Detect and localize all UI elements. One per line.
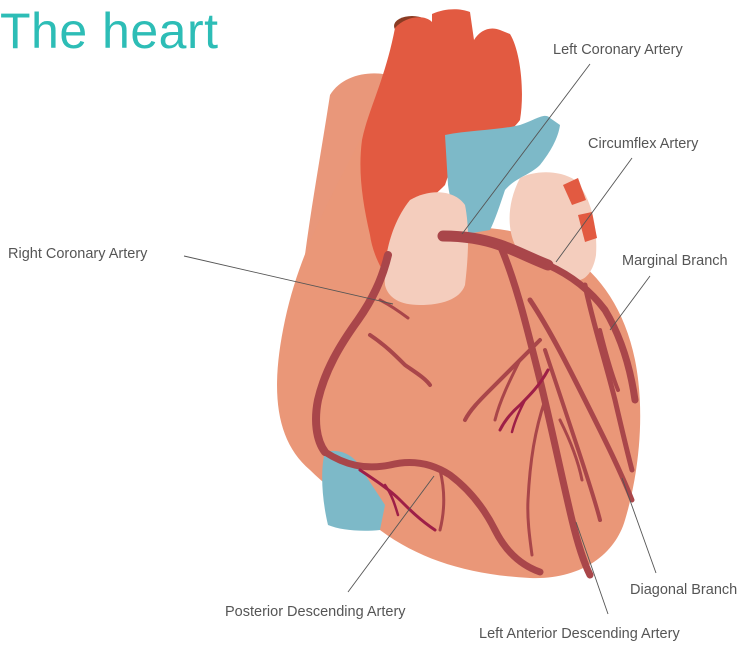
label-circumflex-artery: Circumflex Artery bbox=[588, 136, 699, 152]
leader-diagonal-branch bbox=[622, 478, 656, 573]
label-right-coronary-artery: Right Coronary Artery bbox=[8, 246, 148, 262]
label-posterior-descending-artery: Posterior Descending Artery bbox=[225, 604, 406, 620]
label-marginal-branch: Marginal Branch bbox=[622, 253, 728, 269]
label-left-anterior-descending-artery: Left Anterior Descending Artery bbox=[479, 626, 680, 642]
leader-marginal-branch bbox=[610, 276, 650, 330]
label-left-coronary-artery: Left Coronary Artery bbox=[553, 42, 683, 58]
label-diagonal-branch: Diagonal Branch bbox=[630, 582, 737, 598]
